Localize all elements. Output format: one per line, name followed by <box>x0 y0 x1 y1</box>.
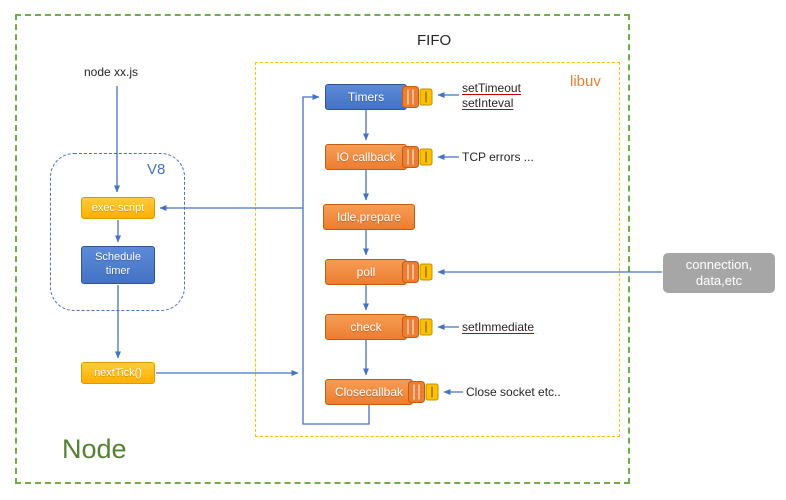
stage-timers: Timers <box>325 84 407 110</box>
stage-check: check <box>325 314 407 340</box>
v8-label: V8 <box>147 161 166 178</box>
next-tick-label: nextTick() <box>94 367 142 379</box>
queue-icon-io-callback <box>402 146 433 168</box>
libuv-label: libuv <box>570 73 601 90</box>
queue-icon-timers <box>402 86 433 108</box>
stage-timers-label: Timers <box>347 90 385 104</box>
stage-close-callback: Closecallbak <box>325 379 413 405</box>
fifo-label: FIFO <box>417 32 452 49</box>
libuv-container-box <box>255 62 620 437</box>
schedule-timer-line2: timer <box>105 265 131 277</box>
node-container-box <box>15 14 630 484</box>
stage-idle-prepare-label: Idle,prepare <box>336 210 402 224</box>
queue-icon-check <box>402 316 433 338</box>
schedule-timer-line1: Schedule <box>95 251 141 264</box>
annotation-tcp-errors: TCP errors ... <box>462 150 534 164</box>
queue-icon-poll <box>402 261 433 283</box>
stage-io-callback-label: IO callback <box>336 150 396 164</box>
annotation-setinteval: setInteval <box>462 96 514 110</box>
external-events-line1: connection, <box>685 256 753 272</box>
stage-poll-label: poll <box>356 265 376 279</box>
node-label: Node <box>62 434 127 464</box>
exec-script-label: exec script <box>91 202 145 214</box>
annotation-setimmediate: setImmediate <box>462 320 535 334</box>
entry-script-label: node xx.js <box>84 65 139 79</box>
next-tick-box: nextTick() <box>81 362 155 384</box>
stage-idle-prepare: Idle,prepare <box>323 204 415 230</box>
stage-io-callback: IO callback <box>325 144 407 170</box>
stage-poll: poll <box>325 259 407 285</box>
exec-script-box: exec script <box>81 197 155 219</box>
annotation-settimeout: setTimeout <box>462 81 521 95</box>
stage-close-callback-label: Closecallbak <box>334 385 404 399</box>
stage-check-label: check <box>350 320 382 334</box>
external-events-line2: data,etc <box>695 273 743 288</box>
schedule-timer-box: Schedule timer <box>81 246 155 284</box>
annotation-close-socket: Close socket etc.. <box>466 385 561 399</box>
external-events-box: connection, data,etc <box>663 253 775 293</box>
queue-icon-close-callback <box>408 381 439 403</box>
